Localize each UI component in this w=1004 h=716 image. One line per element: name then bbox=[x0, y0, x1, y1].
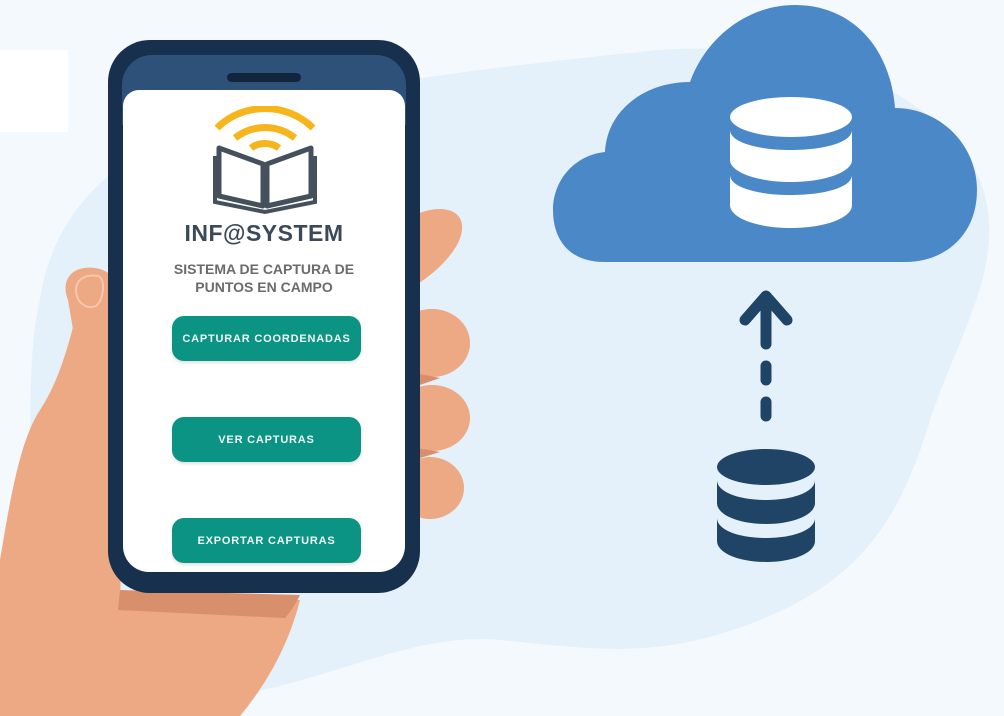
smartphone: INF@SYSTEM SISTEMA DE CAPTURA DE PUNTOS … bbox=[108, 40, 420, 593]
phone-speaker bbox=[227, 73, 301, 82]
dashed-upload-arrow-icon bbox=[739, 290, 793, 422]
book-wifi-icon bbox=[213, 106, 317, 215]
app-subtitle: SISTEMA DE CAPTURA DE PUNTOS EN CAMPO bbox=[123, 260, 405, 296]
subtitle-line-1: SISTEMA DE CAPTURA DE bbox=[173, 261, 355, 277]
subtitle-line-2: PUNTOS EN CAMPO bbox=[195, 279, 333, 295]
sync-diagram bbox=[717, 290, 815, 562]
background-patch bbox=[0, 50, 68, 132]
capture-coordinates-button[interactable]: CAPTURAR COORDENADAS bbox=[172, 316, 361, 361]
app-screen: INF@SYSTEM SISTEMA DE CAPTURA DE PUNTOS … bbox=[123, 90, 405, 572]
database-icon bbox=[717, 449, 815, 562]
cloud-database-icon bbox=[553, 5, 977, 262]
export-captures-button[interactable]: EXPORTAR CAPTURAS bbox=[172, 518, 361, 563]
app-brand-name: INF@SYSTEM bbox=[184, 220, 344, 246]
view-captures-button[interactable]: VER CAPTURAS bbox=[172, 417, 361, 462]
